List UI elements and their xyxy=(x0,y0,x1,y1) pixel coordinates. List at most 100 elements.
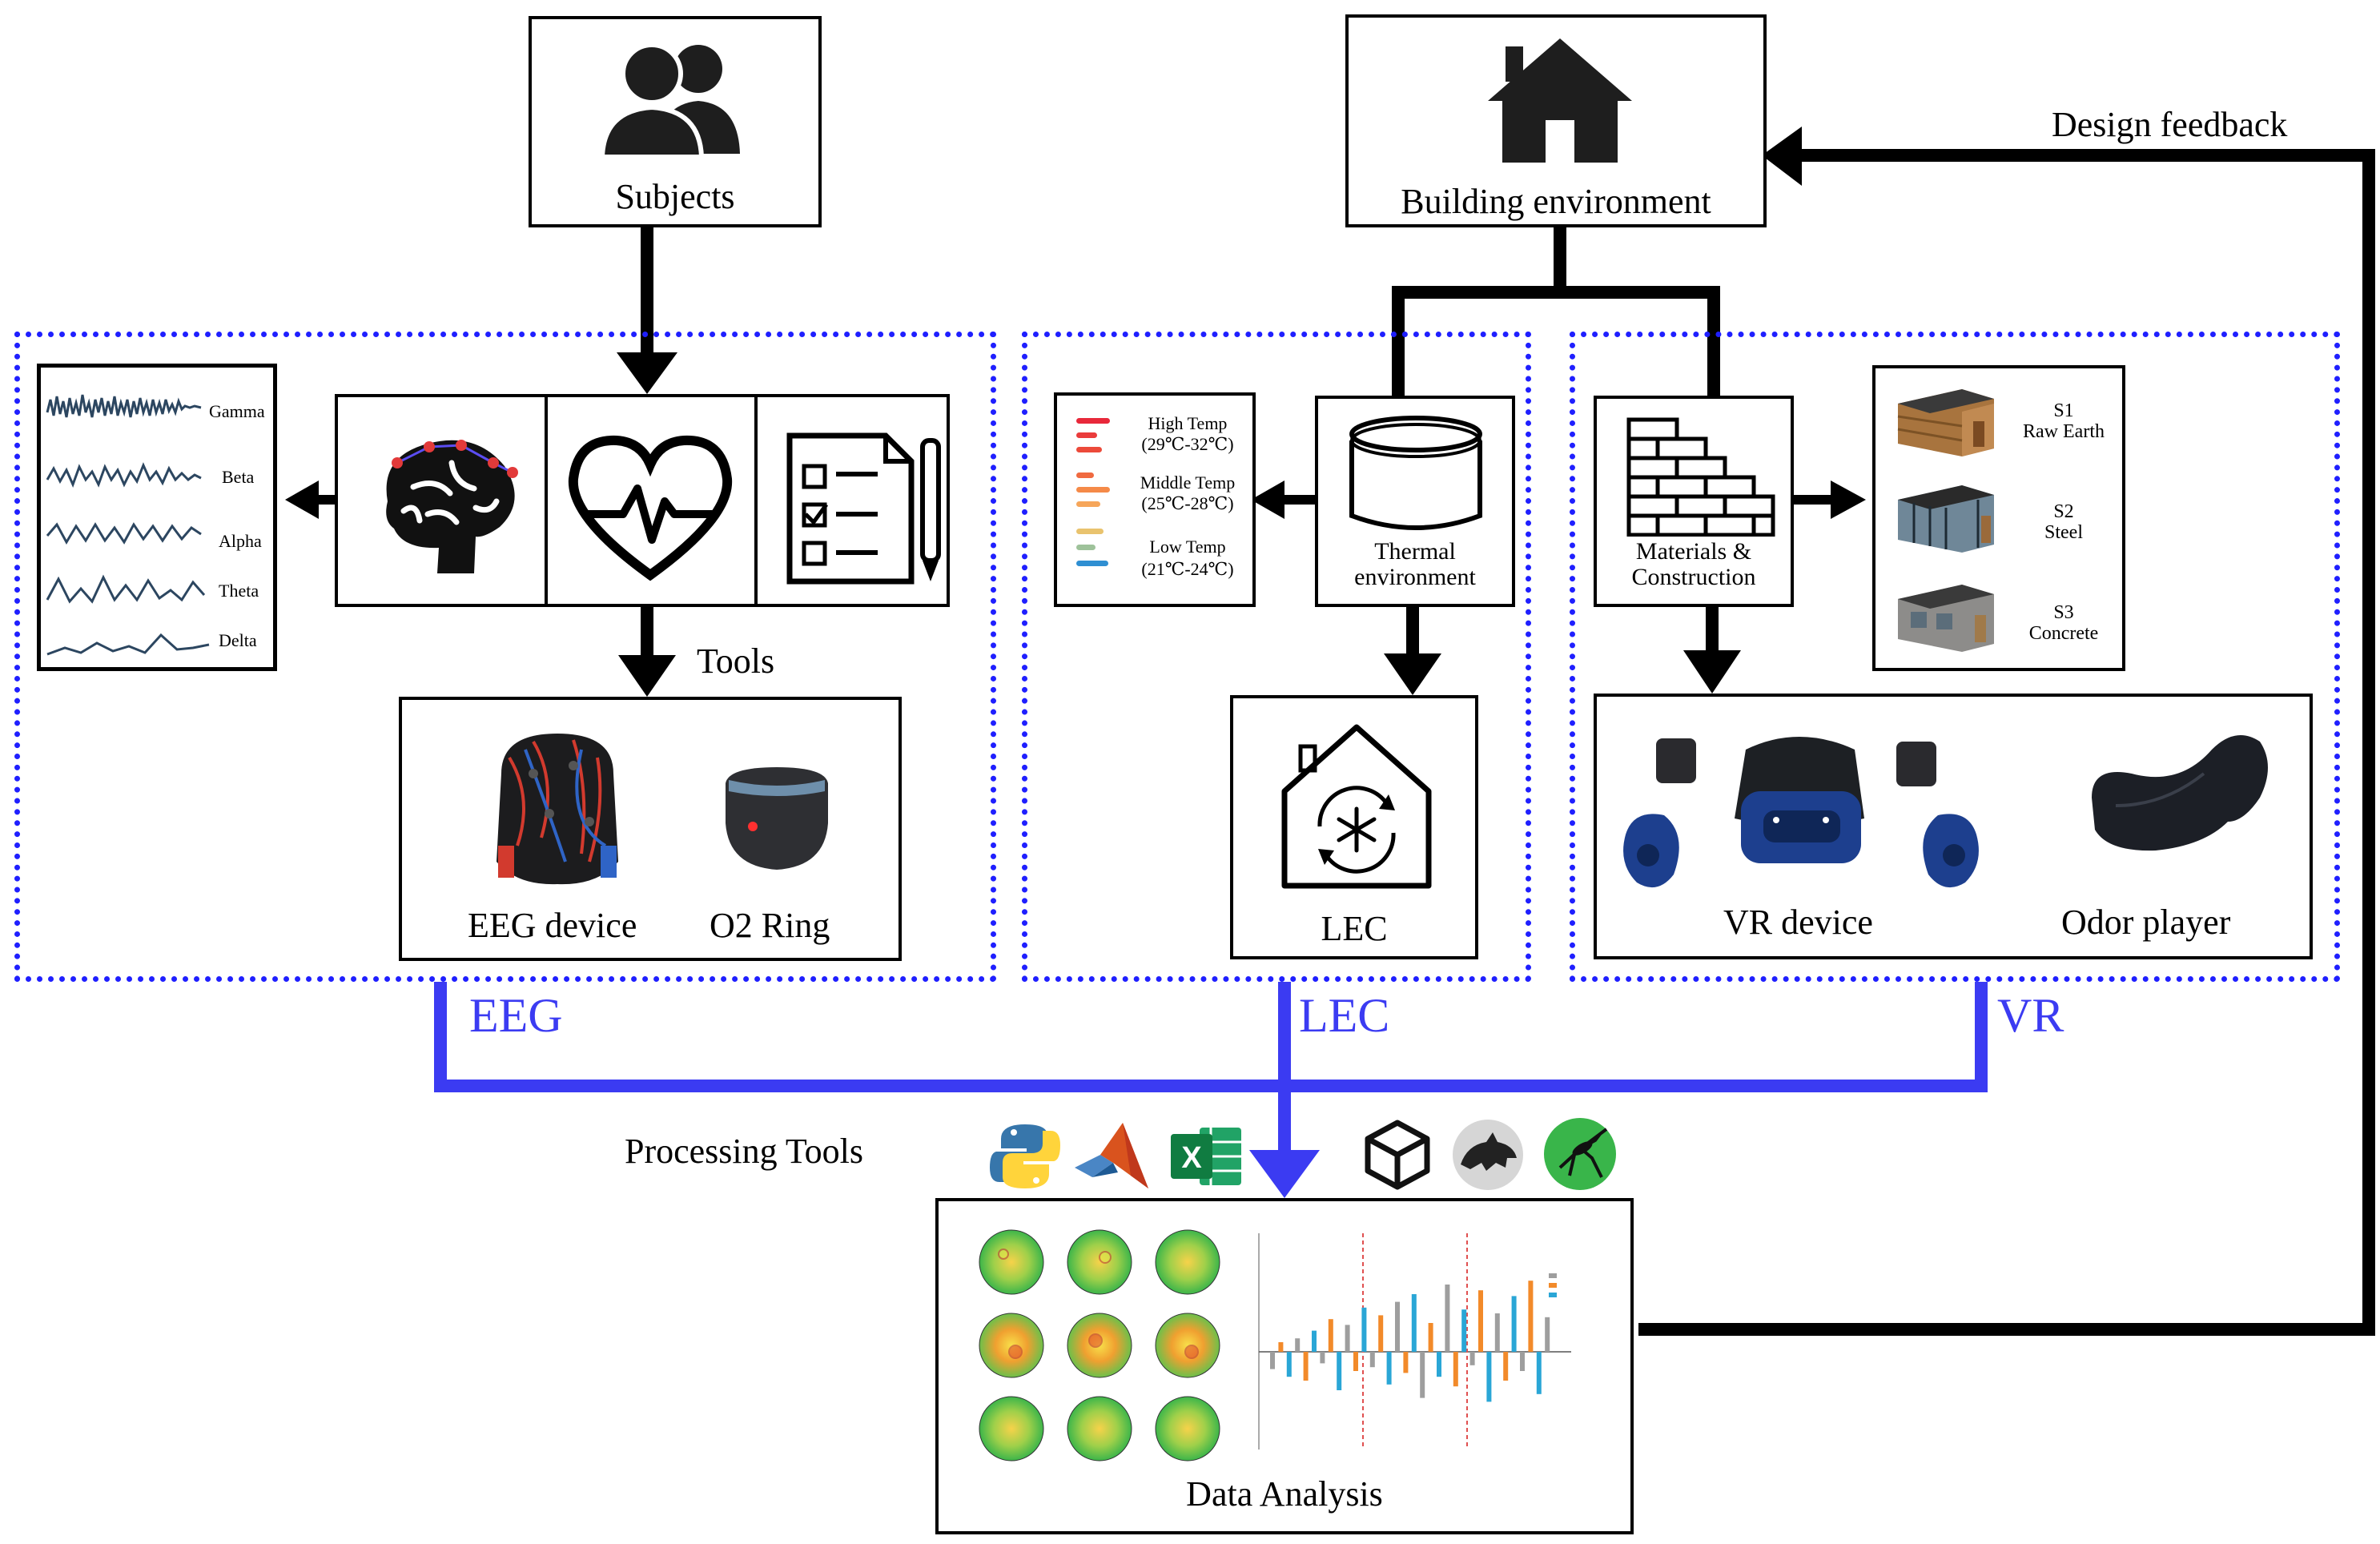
topomap-grid xyxy=(979,1229,1220,1462)
chart-bar xyxy=(1478,1290,1483,1352)
brainwave-traces xyxy=(46,394,210,656)
brain-icon xyxy=(386,440,518,573)
chart-bar xyxy=(1303,1352,1309,1381)
topomap-row-1 xyxy=(979,1229,1220,1295)
wave-label-gamma: Gamma xyxy=(209,401,265,421)
scheme-s2-material: Steel xyxy=(2044,522,2083,543)
scheme-s3-id: S3 xyxy=(2053,602,2074,623)
chart-bar xyxy=(1520,1352,1525,1371)
raw-earth-house-icon xyxy=(1897,389,1994,456)
chart-bar xyxy=(1453,1352,1458,1387)
arrowhead-tools xyxy=(618,655,676,697)
eeg-device-box: EEG device O2 Ring xyxy=(399,697,902,961)
panel-divider-1 xyxy=(545,394,548,607)
arrowhead-subjects xyxy=(617,352,677,394)
scheme-s1-material: Raw Earth xyxy=(2023,421,2105,442)
questionnaire-icon xyxy=(786,432,941,585)
temp-bar-mid-2 xyxy=(1076,487,1110,493)
matlab-icon xyxy=(1075,1123,1148,1188)
blue-flow-line xyxy=(434,982,1988,1092)
temp-bar-low-1 xyxy=(1076,529,1104,534)
subjects-label: Subjects xyxy=(615,177,735,216)
chart-bar xyxy=(1420,1352,1425,1398)
group-label-lec: LEC xyxy=(1299,989,1390,1042)
chart-bar xyxy=(1437,1352,1441,1377)
delta-wave xyxy=(46,633,210,656)
rhino-icon xyxy=(1453,1120,1523,1190)
alpha-wave xyxy=(46,522,202,545)
materials-label-line2: Construction xyxy=(1631,564,1756,590)
chart-bar xyxy=(1295,1338,1301,1352)
group-vr xyxy=(1570,332,2340,982)
chart-bar xyxy=(1278,1342,1284,1352)
unity-icon xyxy=(1365,1120,1430,1190)
subjects-box: Subjects xyxy=(529,16,822,227)
chart-bar xyxy=(1378,1315,1384,1352)
high-temp-label: High Temp xyxy=(1148,413,1228,433)
data-analysis-label: Data Analysis xyxy=(1186,1474,1383,1514)
o2-ring-icon xyxy=(726,767,828,870)
wave-label-beta: Beta xyxy=(222,467,255,487)
house-icon xyxy=(1488,38,1632,163)
climate-house-icon xyxy=(1281,724,1432,889)
chart-bar xyxy=(1494,1313,1500,1352)
schemes-box: S1 Raw Earth S2 Steel S3 Concrete xyxy=(1872,365,2125,671)
chart-bar xyxy=(1536,1352,1542,1394)
lec-label: LEC xyxy=(1321,909,1388,948)
chart-bar xyxy=(1320,1352,1325,1364)
processing-tools-label: Processing Tools xyxy=(625,1132,864,1171)
chart-bar xyxy=(1528,1281,1534,1352)
low-temp-range: (21℃-24℃) xyxy=(1141,559,1234,579)
eeg-device-label: EEG device xyxy=(468,906,637,945)
temperature-legend-box: High Temp (29℃-32℃) Middle Temp (25℃-28℃… xyxy=(1054,392,1256,607)
topomap-row-2 xyxy=(979,1313,1220,1378)
chart-bar xyxy=(1511,1296,1517,1352)
arrowhead-schemes xyxy=(1831,480,1866,519)
materials-label-line1: Materials & xyxy=(1635,538,1752,565)
excel-icon: X xyxy=(1171,1128,1241,1185)
chart-bar xyxy=(1328,1319,1333,1352)
group-eeg xyxy=(14,332,996,982)
theta-wave xyxy=(46,574,206,604)
chart-bar xyxy=(1337,1352,1342,1390)
chart-bar xyxy=(1312,1330,1317,1352)
thermal-label-line1: Thermal xyxy=(1374,538,1456,565)
temp-bar-low-3 xyxy=(1076,561,1108,566)
temp-bar-high-3 xyxy=(1076,447,1102,452)
subjects-icon xyxy=(599,42,740,159)
middle-temp-label: Middle Temp xyxy=(1140,472,1236,493)
tools-label: Tools xyxy=(697,641,775,681)
panel-divider-2 xyxy=(754,394,758,607)
chart-bar xyxy=(1345,1325,1350,1352)
steel-house-icon xyxy=(1898,485,1994,553)
group-label-vr: VR xyxy=(1997,989,2064,1042)
temp-bar-high-2 xyxy=(1076,432,1097,438)
eeg-cap-icon xyxy=(497,734,618,885)
python-icon xyxy=(990,1124,1060,1188)
group-label-eeg: EEG xyxy=(469,989,563,1042)
brainwaves-box: Gamma Beta Alpha Theta Delta xyxy=(37,364,277,671)
arrowhead-waves xyxy=(285,480,319,519)
concrete-house-icon xyxy=(1898,585,1994,652)
arrowhead-lec xyxy=(1384,653,1441,695)
gamma-wave xyxy=(46,394,202,418)
building-environment-label: Building environment xyxy=(1401,182,1711,221)
bar-series xyxy=(1270,1281,1550,1402)
odor-player-label: Odor player xyxy=(2061,903,2231,942)
grasshopper-icon xyxy=(1544,1118,1616,1190)
odor-player-icon xyxy=(2092,735,2268,851)
chart-bar xyxy=(1286,1352,1292,1377)
design-feedback-label: Design feedback xyxy=(2052,105,2288,144)
feedback-loop xyxy=(1638,149,2375,1336)
group-lec xyxy=(1022,332,1531,982)
svg-text:X: X xyxy=(1181,1141,1202,1175)
high-temp-range: (29℃-32℃) xyxy=(1141,434,1234,454)
blue-arrowhead xyxy=(1249,1150,1320,1198)
chart-bar xyxy=(1270,1352,1275,1369)
vr-odor-box: VR device Odor player xyxy=(1594,694,2313,959)
temp-bar-mid-1 xyxy=(1076,472,1094,478)
chart-bar xyxy=(1545,1317,1550,1352)
chart-bar xyxy=(1503,1352,1509,1381)
heartbeat-icon xyxy=(568,435,733,581)
